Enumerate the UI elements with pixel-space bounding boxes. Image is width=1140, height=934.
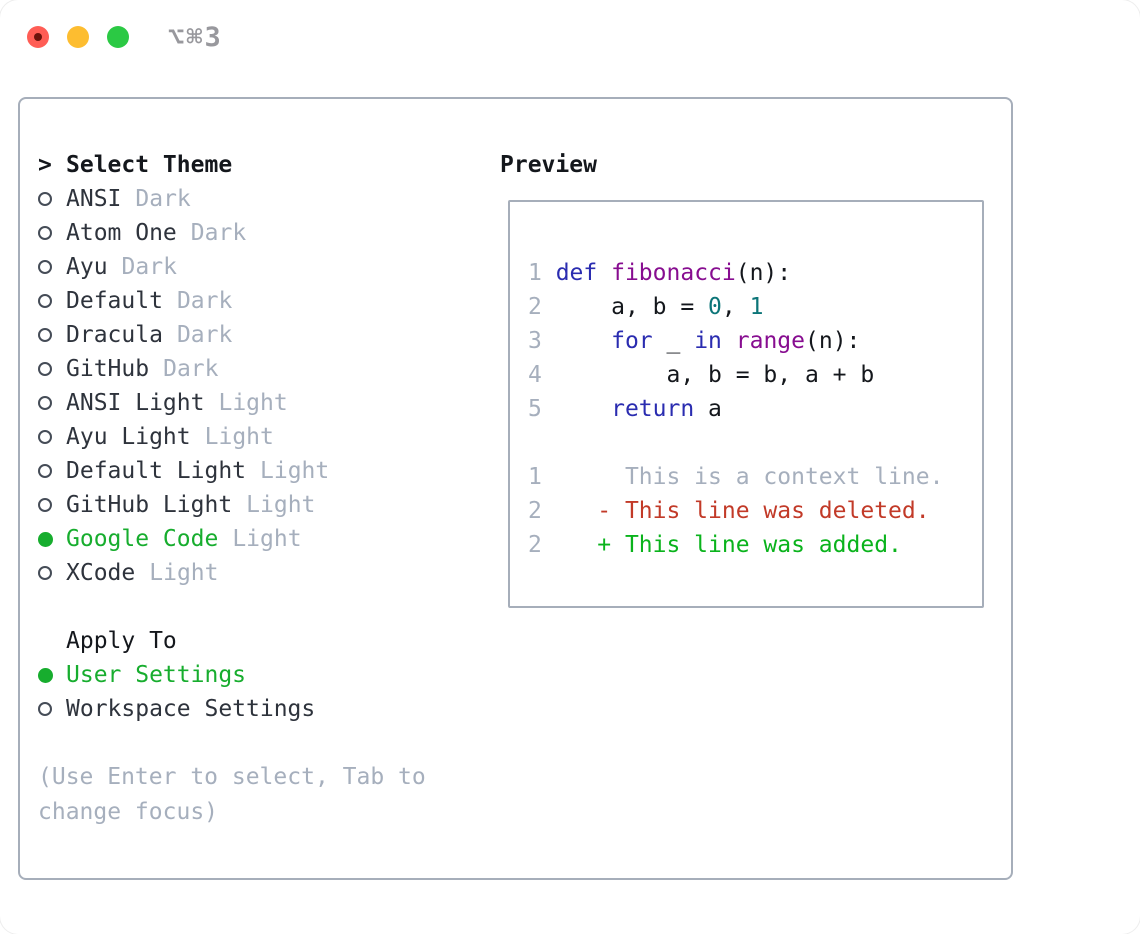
maximize-button[interactable] xyxy=(107,26,129,48)
theme-option-ayu-light[interactable]: Ayu Light Light xyxy=(38,420,478,454)
theme-option-xcode[interactable]: XCode Light xyxy=(38,556,478,590)
radio-icon xyxy=(38,260,66,274)
titlebar xyxy=(27,26,129,48)
minimize-button[interactable] xyxy=(67,26,89,48)
option-label: GitHub Light xyxy=(66,492,233,518)
preview-line: 5 return a xyxy=(528,396,722,422)
theme-option-default[interactable]: Default Dark xyxy=(38,284,478,318)
spacer xyxy=(38,726,478,760)
option-variant: Light xyxy=(260,458,330,484)
radio-icon xyxy=(38,328,66,342)
theme-option-github[interactable]: GitHub Dark xyxy=(38,352,478,386)
preview-line: 3 for _ in range(n): xyxy=(528,328,861,354)
option-variant: Light xyxy=(218,390,288,416)
radio-icon xyxy=(38,464,66,478)
option-variant: Dark xyxy=(176,288,233,314)
hint-text: (Use Enter to select, Tab to change focu… xyxy=(38,764,426,825)
preview-code: 1 def fibonacci(n): 2 a, b = 0, 1 3 for _ … xyxy=(528,256,982,562)
preview-line: 2 + This line was added. xyxy=(528,532,902,558)
option-variant: Dark xyxy=(190,220,247,246)
theme-option-atom-one[interactable]: Atom One Dark xyxy=(38,216,478,250)
apply-option-workspace-settings[interactable]: Workspace Settings xyxy=(38,692,478,726)
radio-icon xyxy=(38,566,66,580)
select-theme-title: Select Theme xyxy=(66,152,233,178)
theme-option-ayu[interactable]: Ayu Dark xyxy=(38,250,478,284)
apply-to-title: Apply To xyxy=(66,628,177,654)
radio-icon xyxy=(38,362,66,376)
option-label: ANSI xyxy=(66,186,122,212)
apply-option-user-settings[interactable]: User Settings xyxy=(38,658,478,692)
select-theme-header: > Select Theme xyxy=(38,148,478,182)
radio-icon xyxy=(38,430,66,444)
option-label: ANSI Light xyxy=(66,390,205,416)
apply-to-header: Apply To xyxy=(38,624,478,658)
option-label: Ayu xyxy=(66,254,108,280)
option-variant: Light xyxy=(232,526,302,552)
preview-box: 1 def fibonacci(n): 2 a, b = 0, 1 3 for _ … xyxy=(508,200,984,608)
option-label: Atom One xyxy=(66,220,177,246)
theme-option-google-code[interactable]: Google Code Light xyxy=(38,522,478,556)
unsaved-changes-dot-icon xyxy=(34,33,42,41)
radio-icon xyxy=(38,498,66,512)
option-label: Default Light xyxy=(66,458,247,484)
radio-selected-icon xyxy=(38,531,66,547)
radio-icon xyxy=(38,294,66,308)
option-variant: Dark xyxy=(163,356,219,382)
window-title: ⌥⌘3 xyxy=(168,22,223,53)
option-label: Ayu Light xyxy=(66,424,191,450)
option-label: Dracula xyxy=(66,322,163,348)
option-variant: Light xyxy=(246,492,316,518)
option-label: GitHub xyxy=(66,356,150,382)
option-variant: Light xyxy=(149,560,219,586)
option-variant: Light xyxy=(204,424,274,450)
preview-line: 1 def fibonacci(n): xyxy=(528,260,792,286)
prompt-caret: > xyxy=(38,152,52,178)
radio-icon xyxy=(38,192,66,206)
theme-option-dracula[interactable]: Dracula Dark xyxy=(38,318,478,352)
preview-line: 4 a, b = b, a + b xyxy=(528,362,875,388)
spacer xyxy=(38,590,478,624)
theme-option-github-light[interactable]: GitHub Light Light xyxy=(38,488,478,522)
option-label: User Settings xyxy=(66,662,247,688)
option-variant: Dark xyxy=(121,254,177,280)
theme-option-default-light[interactable]: Default Light Light xyxy=(38,454,478,488)
preview-line xyxy=(528,426,982,460)
preview-line: 2 a, b = 0, 1 xyxy=(528,294,764,320)
option-variant: Dark xyxy=(135,186,191,212)
option-label: XCode xyxy=(66,560,136,586)
radio-icon xyxy=(38,226,66,240)
preview-line: 2 - This line was deleted. xyxy=(528,498,930,524)
option-label: Default xyxy=(66,288,163,314)
theme-option-ansi[interactable]: ANSI Dark xyxy=(38,182,478,216)
theme-option-ansi-light[interactable]: ANSI Light Light xyxy=(38,386,478,420)
option-label: Workspace Settings xyxy=(66,696,316,722)
close-button[interactable] xyxy=(27,26,49,48)
option-label: Google Code xyxy=(66,526,219,552)
radio-selected-icon xyxy=(38,667,66,683)
option-variant: Dark xyxy=(176,322,233,348)
preview-title: Preview xyxy=(500,152,597,178)
preview-line: 1 This is a context line. xyxy=(528,464,944,490)
radio-icon xyxy=(38,702,66,716)
radio-icon xyxy=(38,396,66,410)
